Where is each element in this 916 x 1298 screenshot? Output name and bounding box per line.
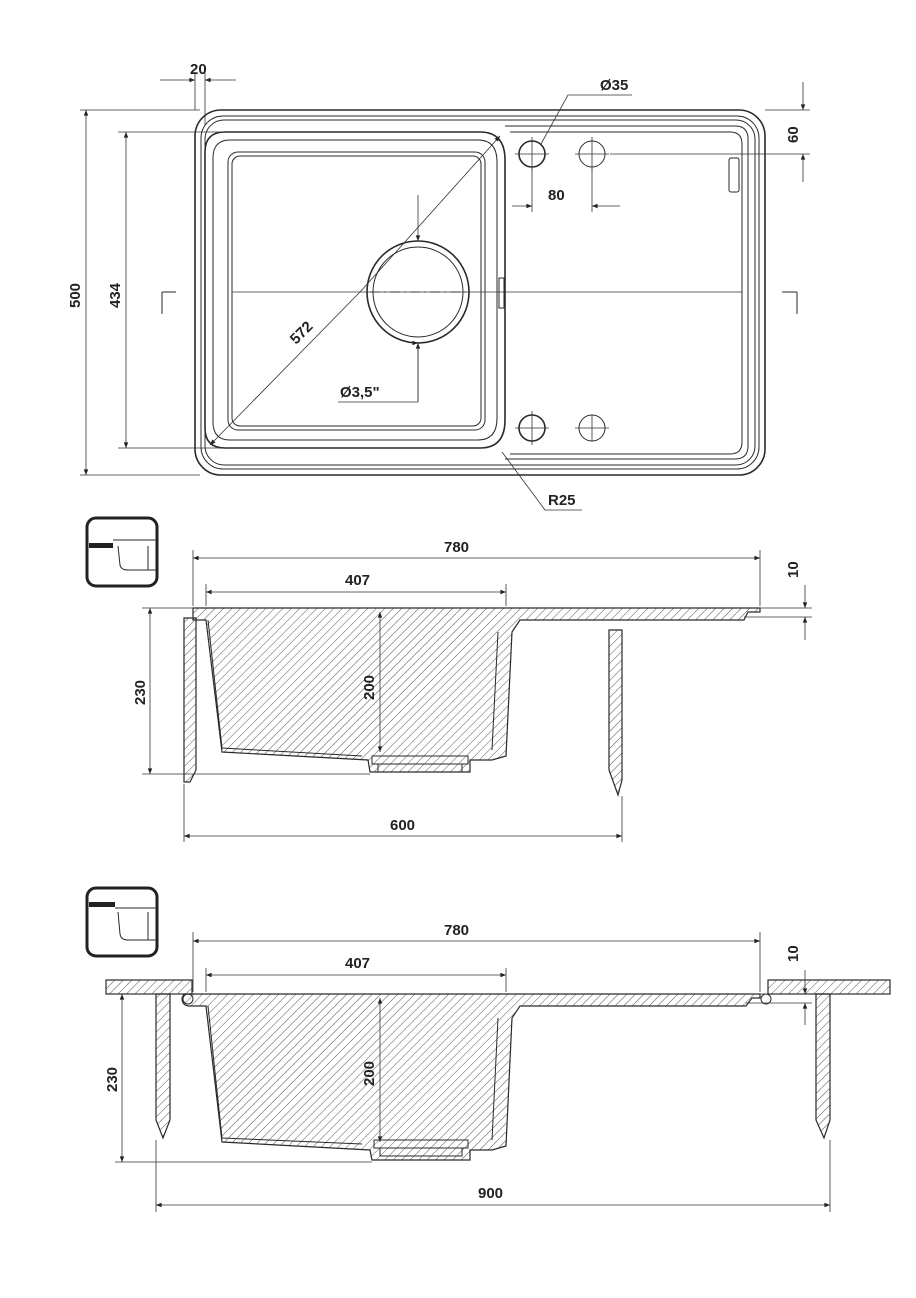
tap-hole-optional-icon [575, 137, 609, 171]
dim-cabinet-label: 600 [390, 817, 415, 834]
dim-spacing-label: 80 [548, 187, 565, 204]
sink-section [192, 607, 761, 773]
drainboard-outline [505, 125, 749, 460]
dim-diagonal-label: 572 [287, 318, 317, 348]
dim-edge-label: 60 [785, 126, 802, 143]
dim-length-label: 500 [67, 283, 84, 308]
tap-hole-icon [515, 137, 549, 171]
dim-drain-label: Ø3,5" [340, 384, 380, 401]
dim-overall-label: 780 [444, 922, 469, 939]
section-top-mount: 780 407 10 230 200 600 [85, 516, 812, 842]
dim-cabinet-label: 900 [478, 1185, 503, 1202]
dim-depth-label: 200 [361, 1061, 378, 1086]
dim-radius-label: R25 [548, 492, 576, 509]
sink-section [181, 993, 761, 1161]
sink-outline [194, 109, 766, 476]
tap-hole-optional-icon [575, 414, 609, 442]
cabinet-wall-right [815, 993, 831, 1140]
tap-hole-icon [515, 411, 549, 445]
dim-height-label: 230 [132, 680, 149, 705]
dim-bowl-label: 407 [345, 572, 370, 589]
dim-hole-label: Ø35 [600, 77, 628, 94]
dim-height-label: 230 [104, 1067, 121, 1092]
countertop-right [767, 979, 891, 995]
dim-overall-label: 780 [444, 539, 469, 556]
dim-flange-label: 20 [190, 61, 207, 78]
bowl-outline [204, 131, 506, 449]
dim-depth-label: 200 [361, 675, 378, 700]
flush-mount-icon [85, 886, 159, 958]
cabinet-wall-right [608, 629, 623, 798]
cabinet-wall-left [155, 993, 171, 1140]
top-view: 20 Ø35 60 80 500 434 572 [67, 61, 810, 511]
dim-rim-label: 10 [785, 945, 802, 962]
dim-bowl-label: 407 [345, 955, 370, 972]
dim-inner-length-label: 434 [107, 282, 124, 308]
countertop-left [105, 979, 193, 995]
section-flush-mount: 780 407 10 230 200 900 [85, 886, 891, 1212]
cabinet-wall-left [183, 617, 197, 783]
top-mount-icon [85, 516, 159, 588]
dim-rim-label: 10 [785, 561, 802, 578]
